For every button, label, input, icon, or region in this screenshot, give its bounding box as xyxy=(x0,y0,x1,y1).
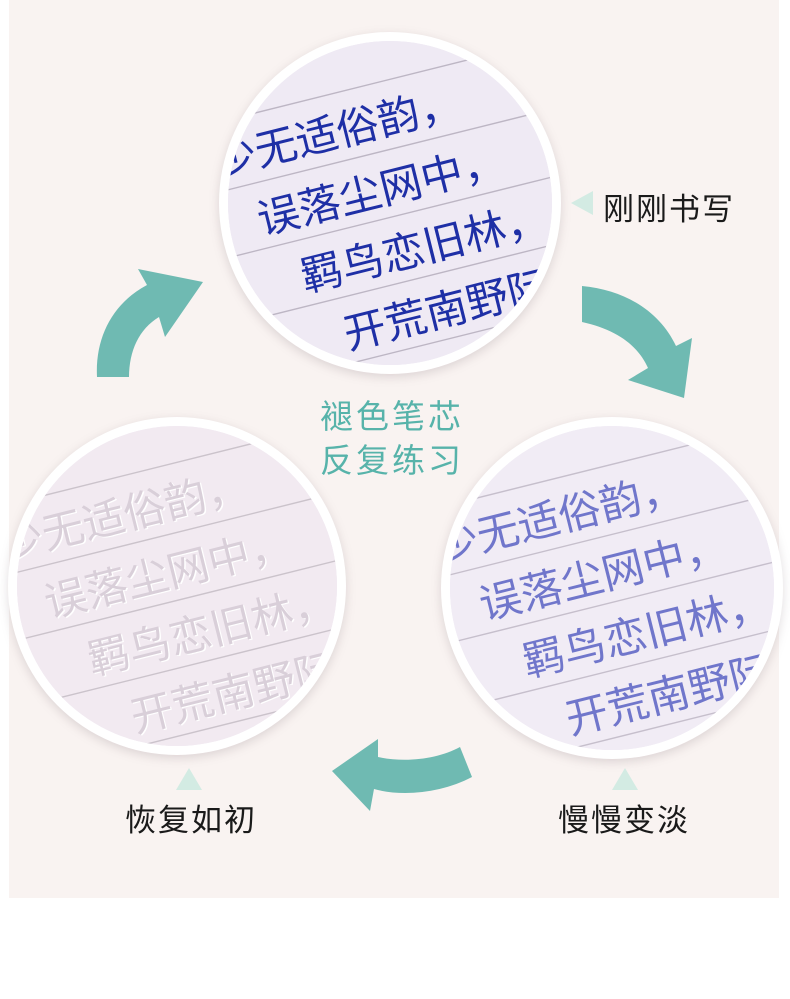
cycle-arrow-icon xyxy=(332,739,472,811)
center-caption-line-1: 褪色笔芯 xyxy=(320,397,464,436)
pointer-triangle-icon xyxy=(612,768,638,790)
stage-label-restored: 恢复如初 xyxy=(125,803,257,839)
stage-label-fresh: 刚刚书写 xyxy=(603,192,735,228)
fresh-writing-circle: 少无适俗韵， 误落尘网中， 羁鸟恋旧林， 开荒南野际 xyxy=(219,32,561,374)
handwriting-fading: 少无适俗韵， 误落尘网中， 羁鸟恋旧林， 开荒南野际 xyxy=(450,426,774,750)
paper-surface: 少无适俗韵， 误落尘网中， 羁鸟恋旧林， 开荒南野际 少无适俗韵， 误落尘网中，… xyxy=(17,426,337,746)
center-caption-line-2: 反复练习 xyxy=(320,441,464,480)
handwriting-vanished: 少无适俗韵， 误落尘网中， 羁鸟恋旧林， 开荒南野际 少无适俗韵， 误落尘网中，… xyxy=(17,426,337,746)
paper-surface: 少无适俗韵， 误落尘网中， 羁鸟恋旧林， 开荒南野际 xyxy=(450,426,774,750)
cycle-arrow-icon xyxy=(582,286,692,398)
fading-writing-circle: 少无适俗韵， 误落尘网中， 羁鸟恋旧林， 开荒南野际 xyxy=(441,417,783,759)
pointer-triangle-icon xyxy=(571,191,593,215)
stage-label-fading: 慢慢变淡 xyxy=(558,803,690,839)
cycle-arrow-icon xyxy=(96,269,203,377)
paper-surface: 少无适俗韵， 误落尘网中， 羁鸟恋旧林， 开荒南野际 xyxy=(228,41,552,365)
handwriting-fresh: 少无适俗韵， 误落尘网中， 羁鸟恋旧林， 开荒南野际 xyxy=(228,41,552,365)
pointer-triangle-icon xyxy=(176,768,202,790)
restored-writing-circle: 少无适俗韵， 误落尘网中， 羁鸟恋旧林， 开荒南野际 少无适俗韵， 误落尘网中，… xyxy=(8,417,346,755)
